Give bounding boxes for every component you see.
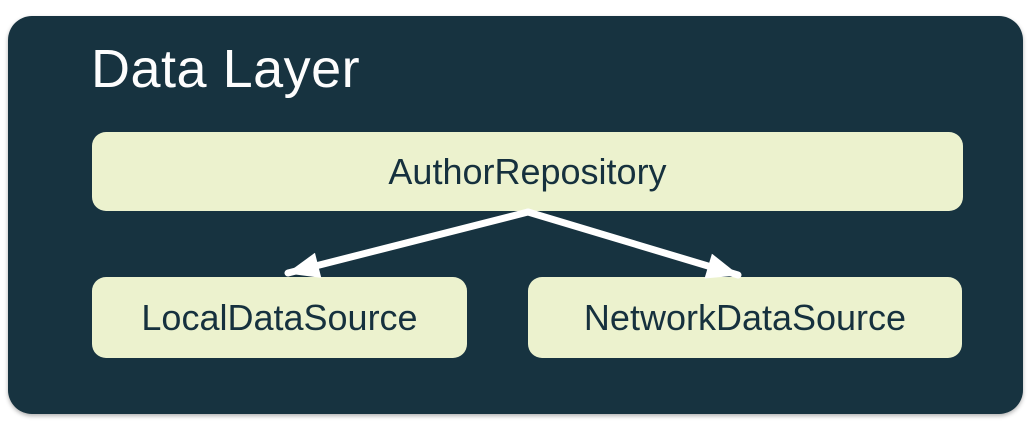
diagram-title: Data Layer <box>91 39 361 99</box>
node-author-repository-label: AuthorRepository <box>388 150 667 192</box>
node-network-data-source: NetworkDataSource <box>528 277 962 358</box>
node-network-data-source-label: NetworkDataSource <box>583 296 907 338</box>
node-local-data-source: LocalDataSource <box>92 277 467 358</box>
node-local-data-source-label: LocalDataSource <box>141 296 418 338</box>
node-author-repository: AuthorRepository <box>92 132 963 211</box>
